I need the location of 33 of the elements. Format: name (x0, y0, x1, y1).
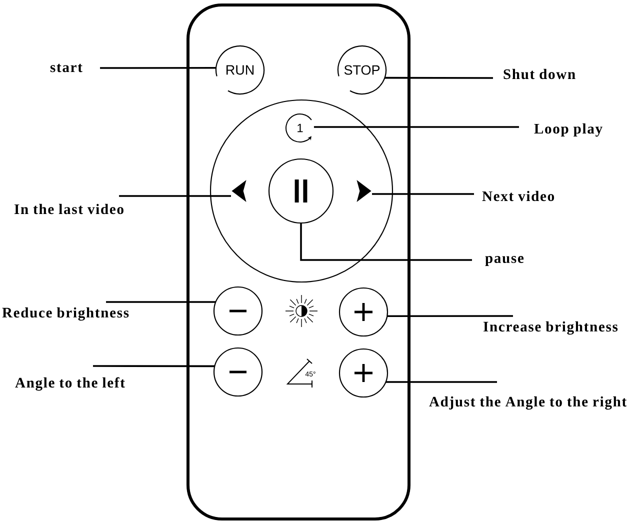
pause-button (268, 158, 334, 224)
node-label: 1 (298, 124, 303, 132)
callout-label: Loop play (534, 123, 602, 137)
callout-label: pause (485, 256, 524, 266)
leader-line (93, 365, 215, 368)
leader-line (300, 223, 472, 261)
leader-line (372, 193, 474, 195)
leader-line (119, 195, 231, 197)
leader-line (314, 126, 519, 128)
control-ring (210, 99, 394, 283)
round-button: STOP (337, 45, 387, 94)
leader-line (100, 67, 216, 69)
minus-button (213, 347, 263, 397)
callout-label: Angle to the left (15, 377, 125, 391)
leader-line (384, 76, 493, 79)
leader-line (106, 301, 216, 303)
remote-body (186, 4, 410, 520)
callout-label: Adjust the Angle to the right (429, 396, 627, 410)
leader-line (386, 381, 497, 383)
leader-line (387, 315, 513, 318)
callout-label: start (50, 64, 82, 72)
loop-button: 1 (286, 114, 312, 142)
plus-button (338, 348, 388, 398)
callout-label: In the last video (14, 204, 124, 214)
callout-label: Shut down (504, 68, 576, 80)
plus-button (338, 287, 388, 337)
left-arrow-button (232, 180, 246, 202)
round-button: RUN (215, 45, 265, 94)
callout-label: Reduce brightness (2, 307, 129, 321)
callout-label: Increase brightness (484, 321, 618, 335)
minus-button (213, 286, 263, 336)
callout-label: Next video (482, 190, 554, 202)
right-arrow-button (356, 180, 372, 202)
